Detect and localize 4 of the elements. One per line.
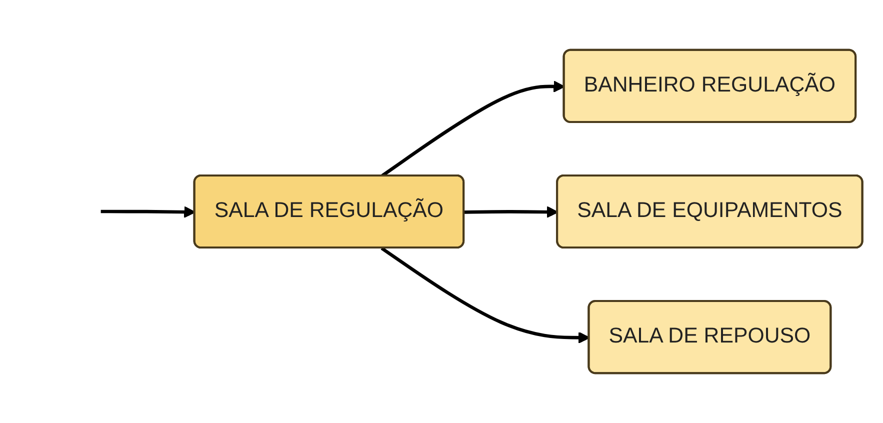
arrow bbox=[380, 246, 590, 344]
arrow bbox=[464, 206, 558, 218]
arrow bbox=[380, 80, 565, 178]
arrow bbox=[100, 206, 196, 218]
